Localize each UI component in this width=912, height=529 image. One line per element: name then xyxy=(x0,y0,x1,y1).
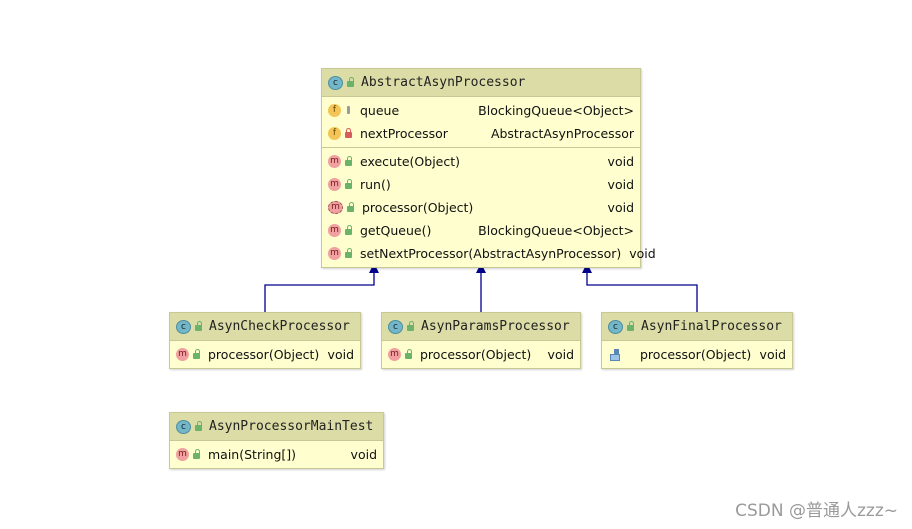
public-visibility-icon xyxy=(344,225,353,236)
public-visibility-icon xyxy=(344,156,353,167)
arrow-check-to-abstract xyxy=(264,263,379,313)
method-icon: m xyxy=(388,348,401,361)
watermark: CSDN @普通人zzz~ xyxy=(735,501,898,521)
method-return-type: void xyxy=(607,154,634,169)
public-visibility-icon xyxy=(346,202,355,213)
method-return-type: void xyxy=(629,246,656,261)
class-abstract-asyn-processor[interactable]: c AbstractAsynProcessor f queue Blocking… xyxy=(321,68,656,268)
method-row[interactable]: m processor(Object) void xyxy=(322,196,640,219)
method-name: main(String[]) xyxy=(208,447,297,462)
public-visibility-icon xyxy=(404,349,413,360)
class-header: c AsynCheckProcessor xyxy=(170,313,360,341)
implements-icon xyxy=(608,348,622,362)
public-visibility-icon xyxy=(406,321,415,332)
class-name: AsynFinalProcessor xyxy=(641,319,782,334)
class-icon: c xyxy=(176,419,191,434)
method-row[interactable]: m processor(Object) void xyxy=(170,343,360,366)
class-icon: c xyxy=(328,75,343,90)
class-header: c AsynParamsProcessor xyxy=(382,313,580,341)
method-return-type: void xyxy=(350,447,377,462)
method-name: processor(Object) xyxy=(640,347,752,362)
method-name: processor(Object) xyxy=(208,347,320,362)
class-asyn-check-processor[interactable]: c AsynCheckProcessor m processor(Object)… xyxy=(169,312,361,369)
method-return-type: void xyxy=(327,347,354,362)
class-name: AsynParamsProcessor xyxy=(421,319,570,334)
method-return-type: void xyxy=(607,200,634,215)
method-name: setNextProcessor(AbstractAsynProcessor) xyxy=(360,246,622,261)
field-row[interactable]: f queue BlockingQueue<Object> xyxy=(322,99,640,122)
field-icon: f xyxy=(328,104,341,117)
method-row[interactable]: m execute(Object) void xyxy=(322,150,640,173)
static-method-icon: m xyxy=(176,448,189,461)
method-icon: m xyxy=(328,224,341,237)
class-icon: c xyxy=(176,319,191,334)
method-name: processor(Object) xyxy=(362,200,474,215)
class-name: AsynProcessorMainTest xyxy=(209,419,374,434)
fields-section: f queue BlockingQueue<Object> f nextProc… xyxy=(322,97,640,148)
public-visibility-icon xyxy=(192,449,201,460)
class-name: AbstractAsynProcessor xyxy=(361,75,526,90)
public-visibility-icon xyxy=(194,421,203,432)
class-asyn-processor-main-test[interactable]: c AsynProcessorMainTest m main(String[])… xyxy=(169,412,384,469)
public-visibility-icon xyxy=(192,349,201,360)
class-asyn-final-processor[interactable]: c AsynFinalProcessor processor(Object) v… xyxy=(601,312,793,369)
field-type: BlockingQueue<Object> xyxy=(478,103,634,118)
methods-section: m processor(Object) void xyxy=(170,341,360,368)
method-return-type: void xyxy=(547,347,574,362)
methods-section: m processor(Object) void xyxy=(382,341,580,368)
method-name: execute(Object) xyxy=(360,154,461,169)
abstract-method-icon: m xyxy=(328,201,343,214)
field-row[interactable]: f nextProcessor AbstractAsynProcessor xyxy=(322,122,640,145)
class-header: c AsynFinalProcessor xyxy=(602,313,792,341)
method-row[interactable]: m processor(Object) void xyxy=(382,343,580,366)
method-row[interactable]: m getQueue() BlockingQueue<Object> xyxy=(322,219,640,242)
public-visibility-icon xyxy=(626,321,635,332)
field-type: AbstractAsynProcessor xyxy=(490,126,634,141)
method-icon: m xyxy=(328,178,341,191)
methods-section: m execute(Object) void m run() void m pr… xyxy=(322,148,656,267)
method-name: getQueue() xyxy=(360,223,432,238)
method-row[interactable]: m main(String[]) void xyxy=(170,443,383,466)
method-row[interactable]: processor(Object) void xyxy=(602,343,792,366)
method-icon: m xyxy=(328,155,341,168)
method-name: run() xyxy=(360,177,391,192)
class-icon: c xyxy=(608,319,623,334)
package-visibility-icon xyxy=(344,105,353,116)
method-row[interactable]: m setNextProcessor(AbstractAsynProcessor… xyxy=(322,242,656,265)
public-visibility-icon xyxy=(344,248,353,259)
field-name: queue xyxy=(360,103,400,118)
class-header: c AbstractAsynProcessor xyxy=(322,69,640,97)
public-visibility-icon xyxy=(346,77,355,88)
field-name: nextProcessor xyxy=(360,126,448,141)
method-return-type: void xyxy=(607,177,634,192)
class-name: AsynCheckProcessor xyxy=(209,319,350,334)
methods-section: m main(String[]) void xyxy=(170,441,383,468)
class-icon: c xyxy=(388,319,403,334)
arrow-final-to-abstract xyxy=(582,263,698,313)
method-return-type: void xyxy=(759,347,786,362)
class-asyn-params-processor[interactable]: c AsynParamsProcessor m processor(Object… xyxy=(381,312,581,369)
public-visibility-icon xyxy=(344,179,353,190)
method-row[interactable]: m run() void xyxy=(322,173,640,196)
field-icon: f xyxy=(328,127,341,140)
method-icon: m xyxy=(328,247,341,260)
method-name: processor(Object) xyxy=(420,347,532,362)
methods-section: processor(Object) void xyxy=(602,341,792,368)
method-icon: m xyxy=(176,348,189,361)
class-header: c AsynProcessorMainTest xyxy=(170,413,383,441)
private-visibility-icon xyxy=(344,128,353,139)
method-return-type: BlockingQueue<Object> xyxy=(478,223,634,238)
public-visibility-icon xyxy=(194,321,203,332)
